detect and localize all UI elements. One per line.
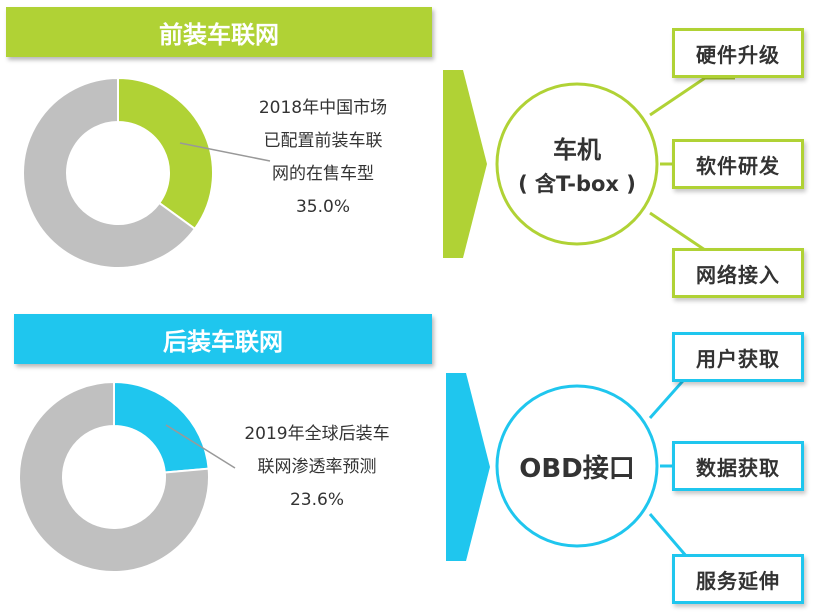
- feature-user-acquisition: 用户获取: [672, 332, 804, 382]
- feature-hardware-upgrade: 硬件升级: [672, 28, 804, 78]
- feature-service-extension-label: 服务延伸: [696, 568, 780, 593]
- after-desc-value: 23.6%: [289, 490, 344, 510]
- front-chevron-arrow-icon: [443, 70, 487, 258]
- front-install-title-banner: 前装车联网: [6, 7, 432, 57]
- after-leader-line: [165, 424, 236, 469]
- front-description: 2018年中国市场 已配置前装车联 网的在售车型 35.0%: [238, 92, 408, 224]
- feature-network-access: 网络接入: [672, 248, 804, 298]
- feature-user-acquisition-label: 用户获取: [696, 346, 780, 371]
- after-description: 2019年全球后装车 联网渗透率预测 23.6%: [222, 418, 412, 517]
- after-desc-line-2: 联网渗透率预测: [257, 457, 377, 477]
- after-desc-line-1: 2019年全球后装车: [244, 424, 390, 444]
- front-hub-title: 车机: [553, 136, 601, 164]
- after-hub-circle: [495, 384, 659, 548]
- feature-service-extension: 服务延伸: [672, 554, 804, 604]
- donut-front-slice-0: [117, 76, 214, 231]
- donut-after-slices: [18, 380, 210, 573]
- front-hub-circle: [495, 82, 659, 246]
- front-install-title: 前装车联网: [159, 20, 279, 49]
- front-hub-subtitle: ( 含T-box ): [518, 172, 636, 196]
- feature-data-acquisition-label: 数据获取: [696, 455, 780, 480]
- front-leader-line: [179, 142, 271, 162]
- feature-data-acquisition: 数据获取: [672, 441, 804, 491]
- after-chevron-arrow-icon: [446, 373, 490, 561]
- donut-after-slice-0: [113, 380, 210, 474]
- front-desc-line-3: 网的在售车型: [272, 164, 374, 184]
- feature-network-access-label: 网络接入: [696, 262, 780, 287]
- donut-after-slice-1: [18, 380, 210, 573]
- after-install-title: 后装车联网: [163, 327, 283, 356]
- feature-hardware-upgrade-label: 硬件升级: [696, 42, 780, 67]
- front-desc-line-2: 已配置前装车联: [263, 131, 383, 151]
- feature-software-dev: 软件研发: [672, 139, 804, 189]
- front-hub-label: 车机 ( 含T-box ): [497, 130, 657, 198]
- donut-front-slice-1: [22, 76, 197, 269]
- after-hub-title: OBD接口: [519, 454, 635, 484]
- feature-software-dev-label: 软件研发: [696, 153, 780, 178]
- after-install-title-banner: 后装车联网: [14, 314, 432, 364]
- front-desc-line-1: 2018年中国市场: [258, 98, 388, 118]
- front-desc-value: 35.0%: [295, 197, 350, 217]
- donut-front-slices: [22, 76, 214, 269]
